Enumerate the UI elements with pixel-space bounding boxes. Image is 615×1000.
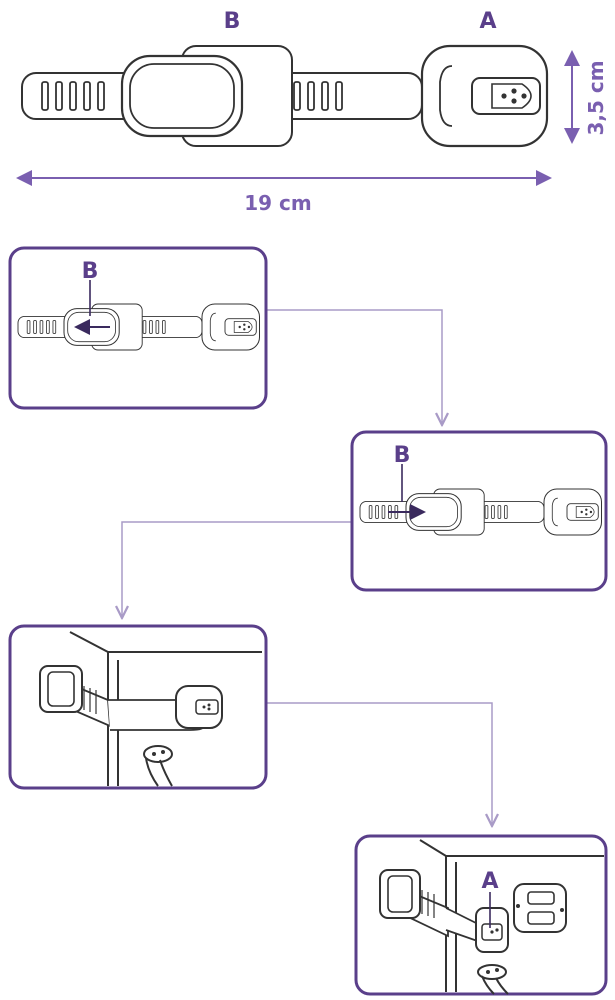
step-1-panel: B [8,246,268,410]
width-dimension-label: 19 cm [244,191,312,215]
label-a-top: A [479,9,496,34]
step-2-label: B [394,443,411,468]
step-3-panel [8,624,268,790]
label-b-top: B [224,9,241,34]
step-connectors [122,309,492,826]
height-dimension-label: 3,5 cm [584,60,608,135]
step-4-panel: A [354,834,608,996]
step-2-panel: B [350,430,608,592]
step-1-label: B [82,259,99,284]
step-4-label: A [481,869,498,894]
product-drawing [20,44,549,148]
